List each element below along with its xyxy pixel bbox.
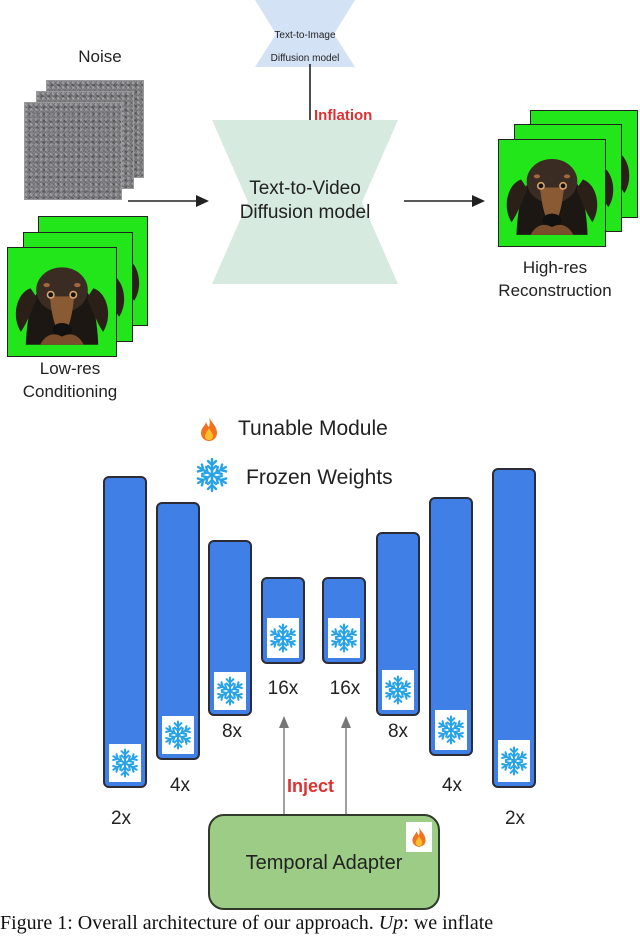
multiplier-label: 4x [441, 775, 463, 796]
block-dec-1 [322, 577, 366, 664]
multiplier-label: 8x [221, 721, 243, 742]
multiplier-label: 8x [387, 721, 409, 742]
snowflake-icon [435, 710, 467, 750]
highres-label-line2: Reconstruction [498, 281, 612, 300]
t2v-model-shape [212, 120, 398, 284]
caption-text-2: : we inflate [403, 912, 494, 934]
lowres-label-line1: Low-res [39, 359, 101, 378]
noise-frame [24, 102, 122, 200]
inject-arrow-right [341, 716, 351, 814]
snowflake-icon [328, 618, 360, 658]
figure-caption: Figure 1: Overall architecture of our ap… [0, 912, 640, 935]
temporal-adapter: Temporal Adapter [208, 814, 440, 910]
snowflake-icon [109, 744, 141, 782]
multiplier-label: 2x [110, 808, 132, 829]
legend-frozen: Frozen Weights [246, 466, 393, 489]
lowres-label-line2: Conditioning [22, 382, 118, 401]
t2i-label-line2: Diffusion model [270, 53, 340, 64]
t2i-label-line1: Text-to-Image [274, 30, 336, 41]
block-dec-3 [429, 497, 473, 756]
multiplier-label: 16x [329, 678, 361, 699]
block-dec-2 [376, 532, 420, 716]
inject-label: Inject [287, 776, 335, 796]
output-arrow [404, 195, 485, 207]
caption-text-1: Figure 1: Overall architecture of our ap… [0, 912, 379, 934]
snowflake-icon [267, 618, 299, 658]
snowflake-icon [382, 670, 414, 710]
block-enc-1 [103, 476, 147, 788]
noise-label: Noise [78, 47, 122, 66]
t2i-model-shape [255, 0, 355, 67]
t2v-label-line2: Diffusion model [239, 202, 371, 223]
lowres-frame-front [7, 247, 117, 357]
multiplier-label: 4x [169, 775, 191, 796]
t2v-label-line1: Text-to-Video [249, 178, 361, 199]
input-arrow [128, 195, 209, 207]
caption-italic: Up [378, 912, 404, 934]
inflation-label: Inflation [314, 107, 373, 124]
highres-label-line1: High-res [522, 258, 588, 277]
legend-tunable: Tunable Module [238, 417, 388, 440]
fire-icon [406, 822, 432, 852]
block-enc-2 [156, 502, 200, 760]
snowflake-icon [162, 716, 194, 754]
multiplier-label: 2x [504, 808, 526, 829]
adapter-label: Temporal Adapter [245, 852, 403, 874]
highres-frame-front [498, 139, 606, 247]
snowflake-icon [498, 740, 530, 782]
snowflake-icon [193, 456, 231, 499]
inject-arrow-left [279, 716, 289, 814]
snowflake-icon [214, 672, 246, 710]
block-dec-4 [492, 468, 536, 788]
fire-icon [198, 416, 220, 448]
multiplier-label: 16x [267, 678, 299, 699]
block-enc-4 [261, 577, 305, 664]
block-enc-3 [208, 540, 252, 716]
